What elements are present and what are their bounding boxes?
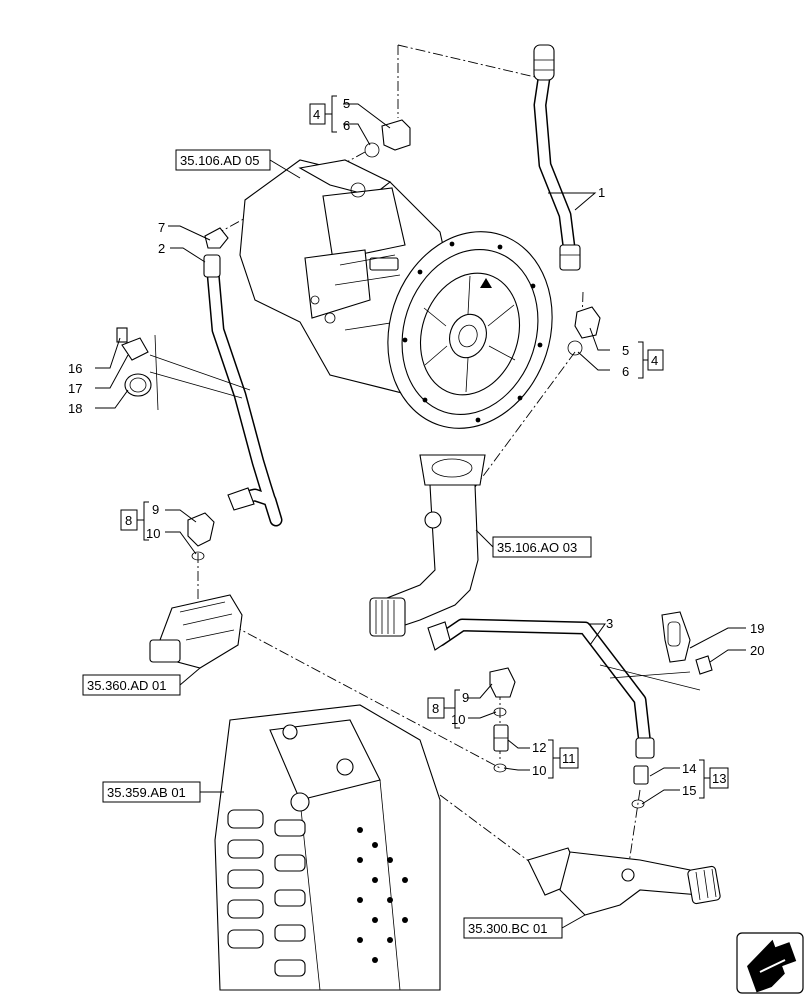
callout-9-lower: 9 [462,690,469,705]
reference-link-return-pipe[interactable]: 35.300.BC 01 [463,914,586,939]
group-boxes: 4 4 8 8 11 13 [120,103,729,789]
clamp-assembly [116,327,251,411]
reference-link-aux-valve[interactable]: 35.360.AD 01 [82,667,201,696]
group-box-8-lower: 8 [432,701,439,716]
hydraulic-pump [239,159,553,429]
reference-label-pump: 35.106.AD 05 [180,153,260,168]
callout-5-right: 5 [622,343,629,358]
reference-label-aux-valve: 35.360.AD 01 [87,678,167,693]
hose-1 [533,44,581,271]
callout-12: 12 [532,740,546,755]
callout-16: 16 [68,361,82,376]
callout-10-adapter: 10 [532,763,546,778]
next-page-arrow-icon[interactable] [736,932,804,994]
callout-15: 15 [682,783,696,798]
reference-label-return-pipe: 35.300.BC 01 [468,921,548,936]
elbow-fitting-left [187,512,215,561]
callout-20: 20 [750,643,764,658]
control-valve [214,704,441,991]
group-box-8-left: 8 [125,513,132,528]
reference-link-suction-pipe[interactable]: 35.106.AO 03 [475,529,592,558]
callout-2: 2 [158,241,165,256]
group-box-11: 11 [562,751,576,766]
leader-lines [95,103,746,805]
adapter-fitting [493,724,509,773]
group-brackets [137,95,710,799]
callout-9-left: 9 [152,502,159,517]
straight-fitting [631,765,649,809]
hose-2 [203,227,283,527]
callout-19: 19 [750,621,764,636]
callout-14: 14 [682,761,696,776]
reference-link-control-valve[interactable]: 35.359.AB 01 [102,781,224,803]
callout-10-left: 10 [146,526,160,541]
hose-3 [427,618,701,759]
reference-label-suction-pipe: 35.106.AO 03 [497,540,577,555]
reference-link-pump[interactable]: 35.106.AD 05 [175,149,301,179]
callout-7: 7 [158,220,165,235]
callout-10-lower: 10 [451,712,465,727]
return-pipe [527,847,721,916]
callout-6-top: 6 [343,118,350,133]
group-box-4-right: 4 [651,353,658,368]
group-box-4-top: 4 [313,107,320,122]
callout-18: 18 [68,401,82,416]
callout-5-top: 5 [343,96,350,111]
suction-pipe [369,454,486,637]
aux-valve [149,594,243,669]
callout-1: 1 [598,185,605,200]
callout-6-right: 6 [622,364,629,379]
group-box-13: 13 [712,771,726,786]
callout-17: 17 [68,381,82,396]
callout-numbers: 1 2 3 5 6 5 6 7 16 17 18 9 10 9 10 12 10… [68,96,764,798]
reference-label-control-valve: 35.359.AB 01 [107,785,186,800]
hose-clip [661,611,713,675]
elbow-fitting-lower [489,667,516,717]
callout-3: 3 [606,616,613,631]
elbow-fitting-right [567,306,601,356]
